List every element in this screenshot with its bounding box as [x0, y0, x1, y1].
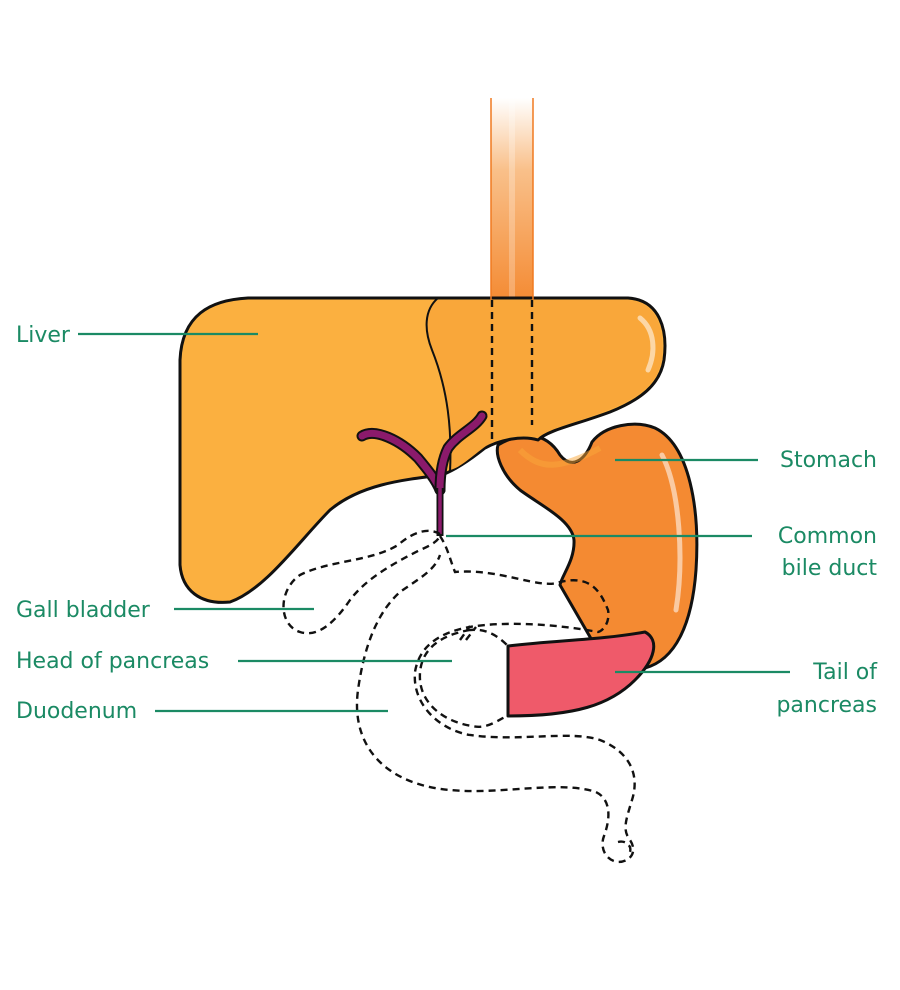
duodenum-end	[617, 840, 632, 853]
gall-bladder	[282, 529, 442, 635]
liver-label: Liver	[16, 323, 71, 348]
esophagus	[491, 98, 533, 303]
liver-highlight	[637, 315, 656, 373]
common-bile-duct-label-line1: Common	[778, 524, 877, 549]
tail-of-pancreas	[506, 630, 656, 718]
left-hepatic-duct-fill	[436, 412, 486, 494]
pancreas-connection	[459, 625, 477, 641]
head-of-pancreas	[418, 628, 510, 728]
common-bile-duct-label-line2: bile duct	[782, 556, 878, 581]
duodenum-label: Duodenum	[16, 699, 137, 724]
stomach-inner-curve	[517, 445, 602, 468]
tail-of-pancreas-label-line2: pancreas	[776, 693, 877, 718]
stomach-label: Stomach	[780, 448, 877, 473]
tail-of-pancreas-label-line1: Tail of	[812, 660, 878, 685]
gall-bladder-label: Gall bladder	[16, 598, 151, 623]
liver-left-lobe	[427, 300, 663, 470]
head-of-pancreas-label: Head of pancreas	[16, 649, 209, 674]
duodenum	[355, 535, 636, 864]
stomach-highlight	[659, 452, 683, 613]
